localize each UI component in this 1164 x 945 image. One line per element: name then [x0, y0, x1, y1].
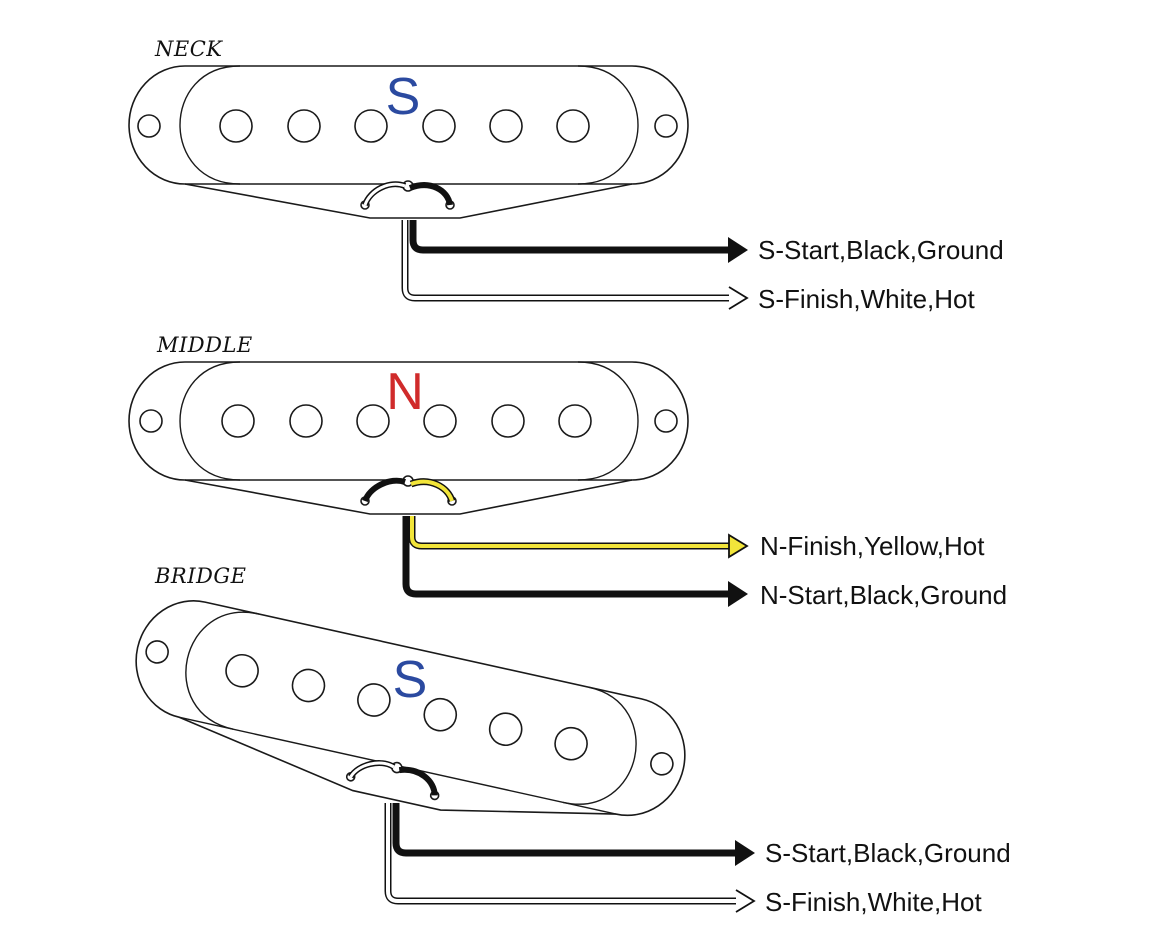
- neck-pole-pieces: [219, 109, 590, 143]
- pole-piece: [287, 109, 321, 143]
- middle-yellow-loop: [410, 479, 454, 502]
- pole-piece: [221, 404, 255, 438]
- middle-yellow-wire-outline: [408, 516, 735, 550]
- pole-piece: [423, 404, 457, 438]
- pole-piece: [488, 712, 523, 747]
- middle-black-loop: [362, 477, 406, 503]
- bridge-pickup-body-group: [135, 600, 686, 817]
- middle-mount-hole-left: [139, 409, 163, 433]
- pole-piece: [289, 404, 323, 438]
- neck-black-wire: [409, 220, 735, 254]
- middle-pickup-cover-line: [179, 361, 639, 481]
- neck-white-wire-outline: [401, 220, 735, 302]
- neck-title: NECK: [154, 37, 223, 61]
- bridge-black-loop: [398, 766, 438, 796]
- pole-piece: [354, 109, 388, 143]
- bridge-white-wire: [386, 803, 742, 903]
- middle-yellow-wire: [410, 516, 735, 548]
- pole-piece: [558, 404, 592, 438]
- pole-piece: [554, 726, 588, 761]
- neck-white-arrowhead: [728, 286, 749, 310]
- neck-pickup: NECK S S-Start,Black,Ground S-Fini: [128, 37, 1004, 314]
- pole-piece: [225, 653, 259, 688]
- bridge-wire-label-1: S-Start,Black,Ground: [765, 838, 1011, 868]
- middle-mount-hole-right: [654, 409, 678, 433]
- middle-wire-label-1: N-Finish,Yellow,Hot: [760, 531, 985, 561]
- neck-white-wire: [403, 220, 735, 300]
- pole-piece: [491, 404, 525, 438]
- bridge-pickup-cover-line: [185, 611, 637, 805]
- middle-yellow-arrowhead: [728, 533, 749, 559]
- neck-pickup-body: [128, 65, 689, 219]
- bridge-black-arrowhead: [735, 840, 755, 866]
- neck-wire-label-2: S-Finish,White,Hot: [758, 284, 975, 314]
- neck-mount-hole-left: [137, 114, 161, 138]
- pole-piece: [423, 697, 458, 732]
- neck-pole-letter: S: [386, 68, 421, 126]
- pole-piece: [556, 109, 590, 143]
- middle-black-wire: [402, 516, 735, 598]
- pole-piece: [219, 109, 253, 143]
- neck-white-loop: [363, 182, 406, 206]
- bridge-wire-label-2: S-Finish,White,Hot: [765, 887, 982, 917]
- pole-piece: [489, 109, 523, 143]
- bridge-mount-hole-left: [145, 640, 169, 664]
- middle-black-arrowhead: [728, 581, 748, 607]
- middle-pole-letter: N: [386, 363, 424, 421]
- neck-mount-hole-right: [654, 114, 678, 138]
- bridge-white-arrowhead: [735, 889, 756, 913]
- neck-pickup-cover-line: [179, 65, 639, 185]
- pole-piece: [291, 668, 326, 703]
- bridge-pickup-body: [135, 600, 686, 817]
- middle-pole-pieces: [221, 404, 592, 438]
- middle-pickup: MIDDLE N N-Finish,Yellow,Hot N-Start,Bl: [128, 333, 1007, 610]
- neck-wire-label-1: S-Start,Black,Ground: [758, 235, 1004, 265]
- pole-piece: [357, 683, 391, 717]
- bridge-pickup: BRIDGE S S-Start,Blac: [135, 564, 1011, 917]
- pole-piece: [356, 404, 390, 438]
- bridge-black-wire: [392, 803, 740, 857]
- bridge-mount-hole-right: [650, 752, 674, 776]
- middle-pickup-body: [128, 361, 689, 515]
- middle-title: MIDDLE: [156, 333, 253, 357]
- bridge-white-loop: [349, 761, 395, 778]
- bridge-pole-letter: S: [393, 651, 428, 709]
- middle-wire-label-2: N-Start,Black,Ground: [760, 580, 1007, 610]
- pole-piece: [422, 109, 456, 143]
- bridge-title: BRIDGE: [154, 564, 246, 588]
- neck-black-arrowhead: [728, 237, 748, 263]
- neck-black-loop: [408, 182, 453, 206]
